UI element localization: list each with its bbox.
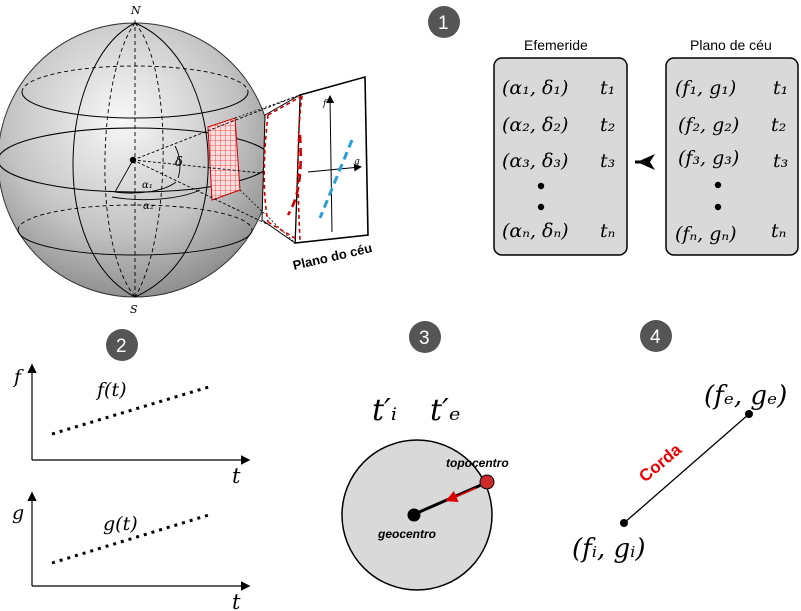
ephemeris-row-3-coord: (α₃, δ₃)	[502, 150, 568, 172]
sky-row-3-coord: (f₃, g₃)	[678, 147, 739, 169]
badge-3	[409, 321, 441, 353]
badge-2	[106, 329, 138, 361]
meridian-back-2	[104, 22, 136, 298]
g-of-t-label: g(t)	[103, 513, 138, 535]
sky-row-n-coord: (fₙ, gₙ)	[675, 223, 737, 245]
alpha2-arc	[111, 189, 201, 201]
panel-3: 3 t′ᵢ t′ₑ topocentro geocentro	[341, 321, 509, 591]
ephemeris-row-n-coord: (αₙ, δₙ)	[502, 220, 569, 242]
projected-trajectory-red	[286, 134, 302, 216]
ephemeris-row-2-time: t₂	[600, 114, 615, 136]
plane-axis-g	[307, 163, 362, 173]
t-i-prime-label: t′ᵢ	[372, 393, 397, 428]
badge-4-text: 4	[650, 327, 661, 348]
ephemeris-row-3-time: t₃	[600, 150, 615, 172]
upper-latitude-back	[21, 65, 249, 93]
chord-label: Corda	[635, 440, 685, 486]
meridian-right	[134, 22, 209, 298]
alpha2-label: α₂	[143, 201, 154, 212]
ephemeris-row-1-coord: (α₁, δ₁)	[502, 77, 568, 99]
topocenter-point	[479, 474, 495, 490]
alpha1-arc	[114, 181, 177, 194]
ephemeris-row-2-coord: (α₂, δ₂)	[502, 114, 568, 136]
sky-row-2-coord: (f₂, g₂)	[678, 114, 739, 136]
radius-arrow	[445, 487, 477, 502]
plane-label: Plano do céu	[291, 240, 373, 273]
badge-4	[640, 320, 672, 352]
badge-2-text: 2	[116, 336, 127, 357]
sky-plane-title: Plano de céu	[690, 37, 772, 53]
panel-1: 1 Efemeride (α₁, δ₁) t₁ (α₂, δ₂) t₂ (α₃,…	[428, 6, 799, 256]
f-axis-label: f	[12, 366, 24, 388]
ephemeris-title: Efemeride	[524, 37, 588, 53]
ephemeris-row-1-time: t₁	[600, 77, 615, 99]
sky-row-1-time: t₁	[773, 77, 788, 99]
celestial-sphere: N S δ α₁ α₂	[0, 4, 331, 316]
delta-arc	[174, 145, 181, 179]
sky-row-n-time: tₙ	[771, 220, 786, 242]
chord-end-label: (fₑ, gₑ)	[704, 381, 787, 411]
ephemeris-box	[493, 57, 628, 256]
upper-latitude-front	[21, 91, 249, 119]
badge-1	[428, 6, 460, 38]
t-axis-bottom-label: t	[232, 590, 241, 611]
plane-f-label: f	[322, 99, 328, 109]
t-e-prime-label: t′ₑ	[430, 393, 460, 428]
chord-end-point	[745, 410, 753, 418]
sky-row-3-time: t₃	[773, 150, 788, 172]
sky-plane-box	[665, 57, 799, 256]
f-of-t-series	[51, 384, 213, 436]
ephemeris-ellipsis-dot	[537, 182, 545, 190]
geocenter-point	[407, 508, 421, 522]
ephemeris-ellipsis-dot	[537, 203, 545, 211]
sky-row-2-time: t₂	[771, 114, 786, 136]
chord-start-label: (fᵢ, gᵢ)	[572, 534, 646, 564]
ephemeris-row-n-time: tₙ	[600, 220, 615, 242]
sky-patch-grid	[207, 117, 241, 201]
alpha1-label: α₁	[142, 180, 153, 191]
meridian-left	[72, 22, 136, 298]
north-label: N	[130, 4, 141, 17]
plane-axis-f	[326, 95, 335, 233]
plane-g-label: g	[354, 157, 360, 167]
g-axis-label: g	[12, 502, 24, 524]
reference-line	[114, 159, 134, 193]
sky-ellipsis-dot	[714, 181, 722, 189]
projected-trajectory-blue	[318, 139, 354, 219]
delta-label: δ	[175, 155, 183, 170]
badge-1-text: 1	[438, 13, 449, 34]
panel-2: 2 f t f(t) g t g(t)	[12, 329, 251, 611]
geocentro-label: geocentro	[377, 527, 436, 541]
south-label: S	[130, 303, 138, 316]
sky-ellipsis-dot	[714, 203, 722, 211]
meridian-back	[134, 22, 164, 298]
badge-3-text: 3	[419, 328, 430, 349]
topocentro-label: topocentro	[446, 456, 509, 470]
chord-line	[623, 413, 750, 524]
patch-edge-bottom	[239, 189, 296, 244]
sky-row-1-coord: (f₁, g₁)	[675, 77, 736, 99]
projection-line-bottom	[132, 159, 291, 236]
panel-4: 4 (fₑ, gₑ) (fᵢ, gᵢ) Corda	[572, 320, 787, 564]
patch-edge-top	[234, 94, 301, 119]
f-of-t-label: f(t)	[95, 379, 127, 401]
chord-start-point	[620, 519, 628, 527]
t-axis-top-label: t	[232, 464, 241, 488]
